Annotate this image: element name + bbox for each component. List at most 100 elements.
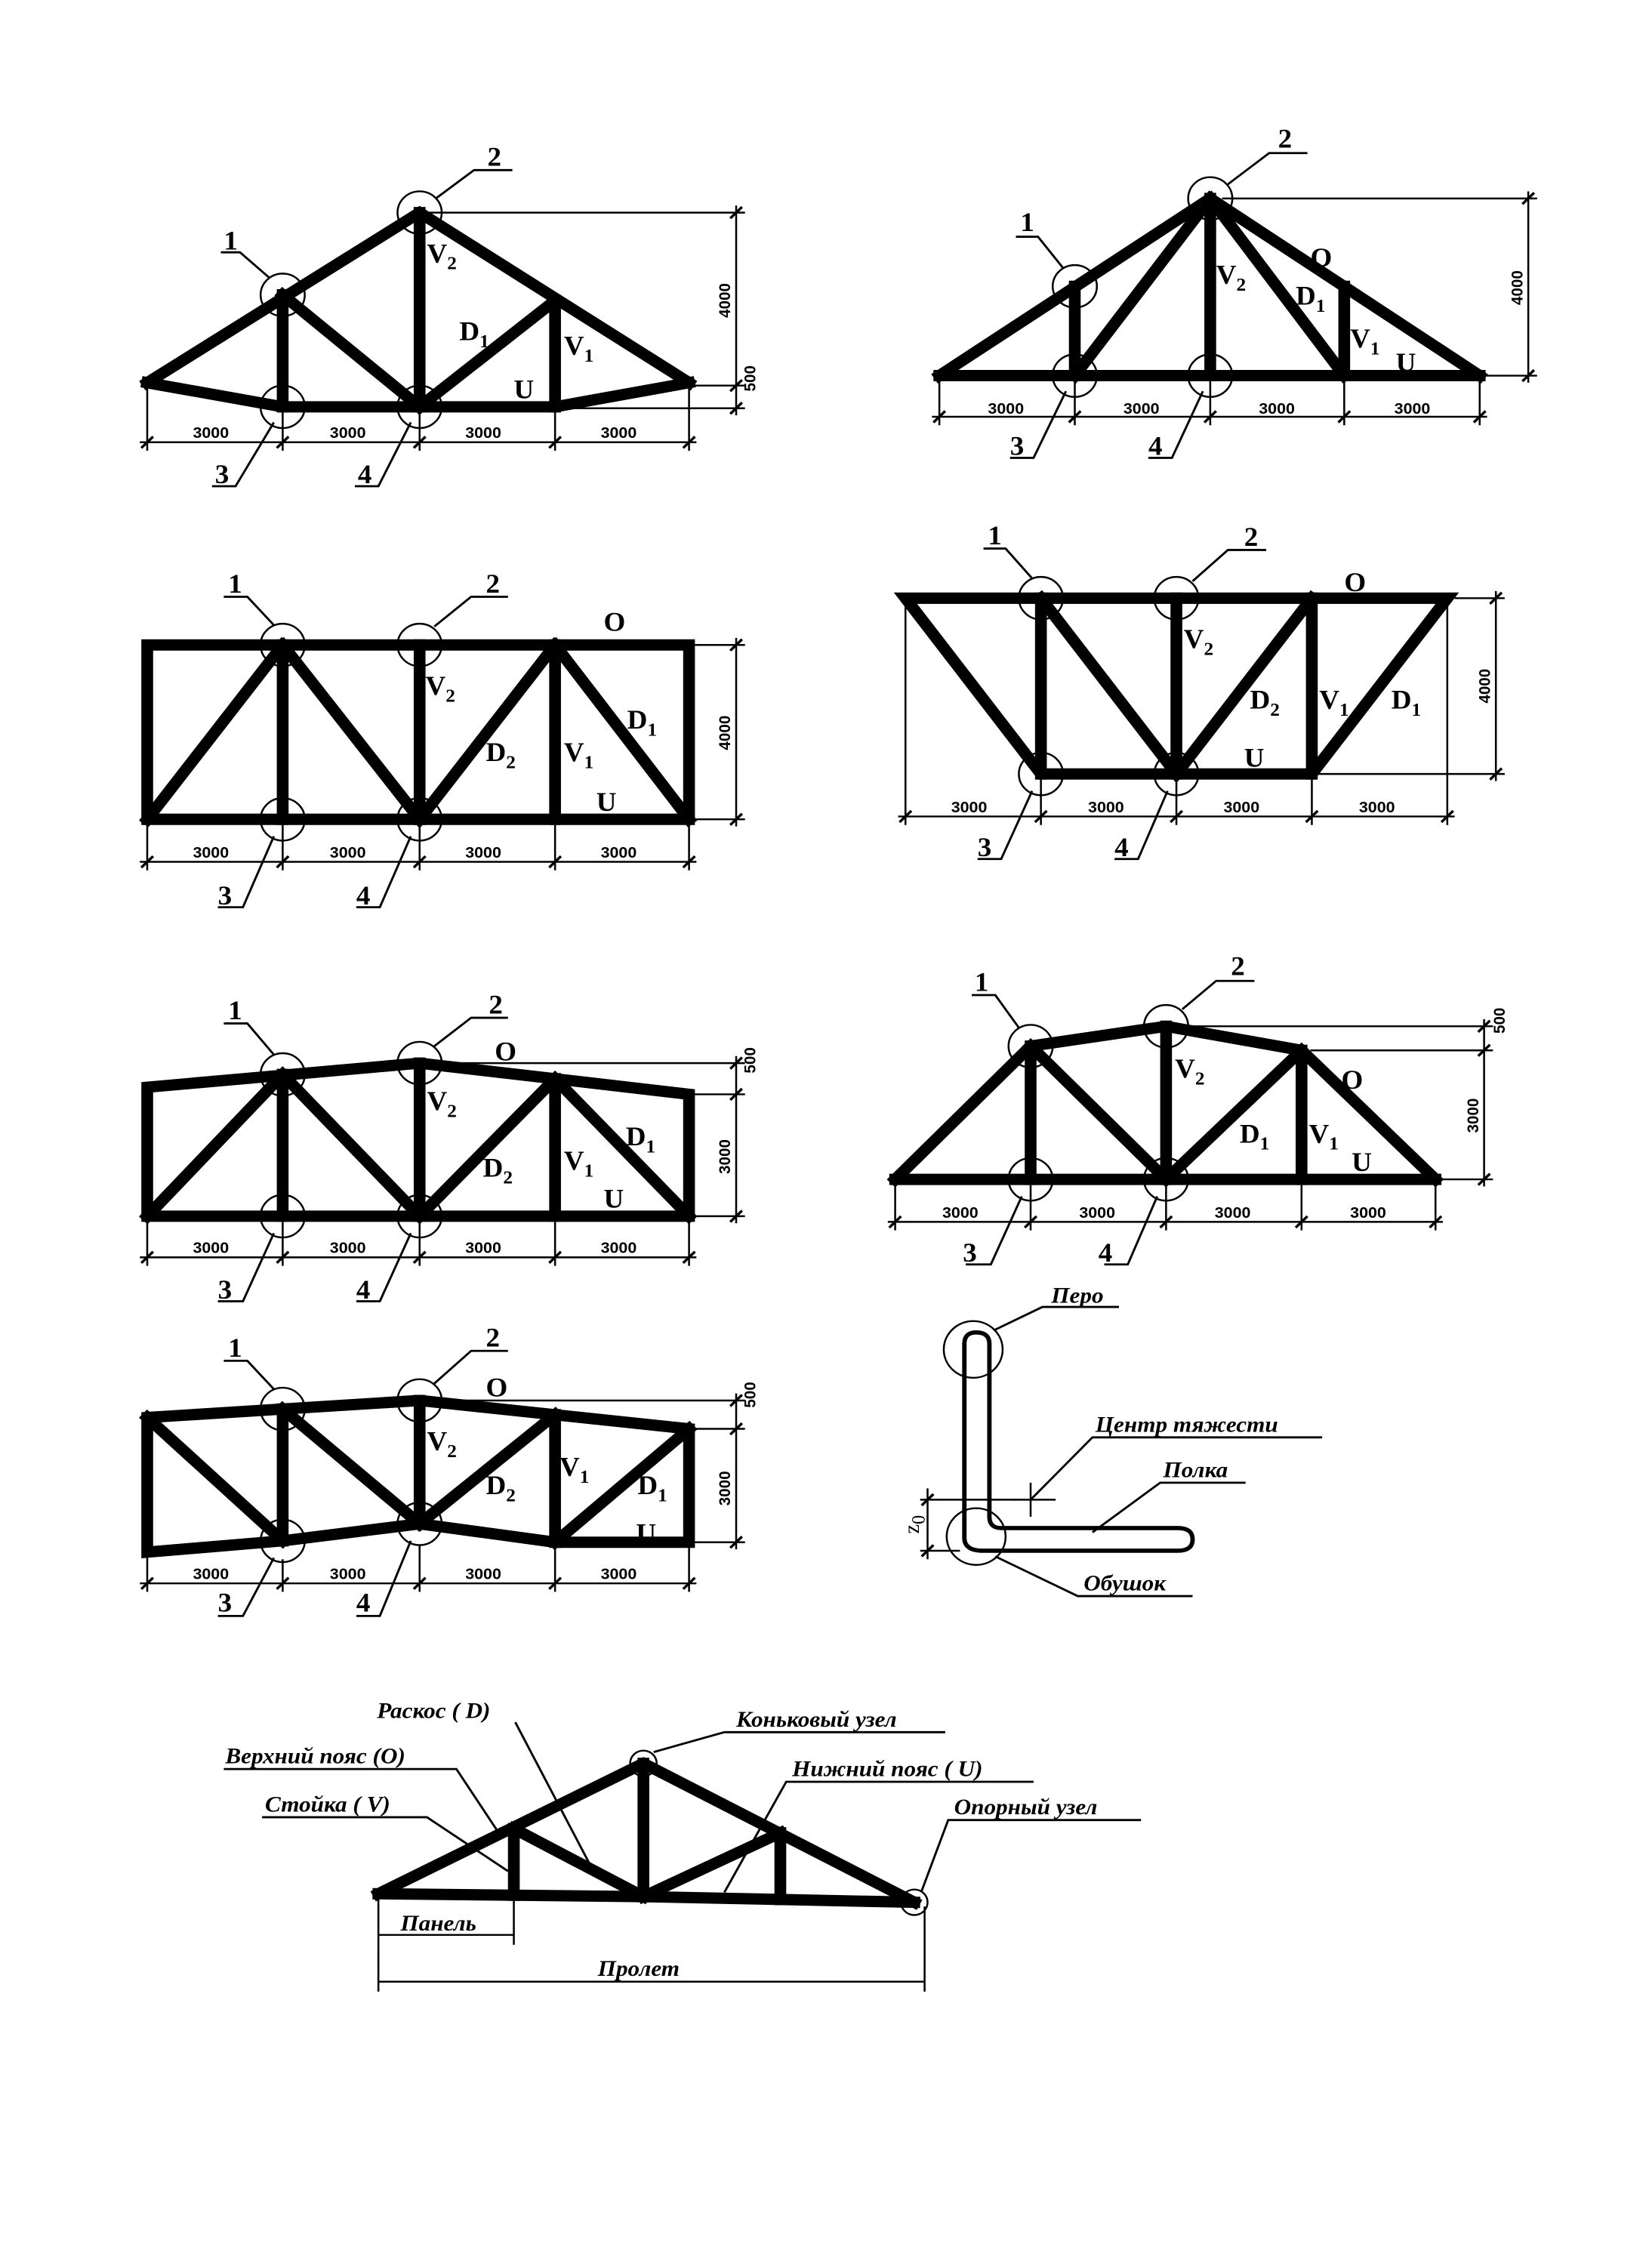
truss-7-label-D2: D2 — [486, 1470, 516, 1505]
truss-5-node-3-label: 3 — [218, 1274, 233, 1304]
truss-2-node-3-label: 3 — [1010, 431, 1025, 461]
truss-4-dim-height: 4000 — [1476, 669, 1493, 704]
truss-1-node-3-label: 3 — [215, 460, 230, 489]
anatomy-label-vertical: Стойка ( V) — [265, 1792, 390, 1817]
truss-2-dim-panel-2: 3000 — [1123, 401, 1160, 418]
truss-4-label-D1: D1 — [1392, 685, 1421, 720]
truss-2-node-1 — [1051, 263, 1099, 309]
truss-5-dim-panel-3: 3000 — [465, 1240, 501, 1257]
truss-6-label-V1: V1 — [1309, 1119, 1339, 1154]
anatomy-panel-dimension — [377, 1897, 515, 1945]
truss-2-node-1-label: 1 — [1020, 208, 1034, 237]
truss-scheme-7: 1 2 3 4 O V2 D2 V1 D1 U 3000 3000 3000 3… — [138, 1323, 759, 1618]
truss-6-node-1-leader — [972, 994, 1020, 1028]
truss-4-node-2-label: 2 — [1244, 522, 1259, 551]
truss-6-node-1-label: 1 — [975, 967, 989, 997]
truss-4-dim-panel-4: 3000 — [1359, 799, 1395, 816]
truss-4-node-1-label: 1 — [988, 521, 1002, 550]
truss-7-dim-panel-3: 3000 — [465, 1566, 501, 1583]
truss-4-dim-panel-2: 3000 — [1088, 799, 1124, 816]
truss-5-label-O: O — [495, 1037, 516, 1066]
anatomy-label-span: Пролет — [597, 1956, 680, 1981]
truss-1-node-1-leader — [220, 251, 270, 279]
truss-7-node-4-leader — [356, 1540, 412, 1617]
angle-section-detail: Перо Центр тяжести Полка Обушок z0 — [899, 1283, 1323, 1598]
truss-6-label-O: O — [1341, 1065, 1363, 1095]
truss-7-label-V1: V1 — [559, 1452, 589, 1487]
truss-1-dimensions: 3000 3000 3000 3000 4000 500 — [140, 205, 759, 451]
truss-6-node-1 — [1007, 1024, 1054, 1068]
truss-6-node-2-label: 2 — [1231, 951, 1245, 981]
truss-1-node-4-label: 4 — [358, 460, 372, 489]
truss-7-dim-height: 3000 — [717, 1471, 734, 1505]
truss-5-node-4-label: 4 — [356, 1274, 371, 1304]
truss-3-node-4-label: 4 — [356, 880, 371, 910]
angle-pero-leader — [994, 1305, 1119, 1331]
truss-2-web — [1066, 190, 1353, 384]
angle-section-profile — [962, 1330, 1195, 1553]
truss-1-dim-height: 4000 — [717, 283, 734, 318]
truss-3-node-2 — [396, 622, 443, 667]
truss-4-web — [1032, 590, 1321, 782]
truss-scheme-5: 1 2 3 4 O V2 D1 D2 V1 U 3000 3000 3000 3… — [138, 990, 759, 1305]
truss-7-web — [138, 1394, 698, 1551]
truss-2-label-V2: V2 — [1216, 260, 1246, 295]
truss-6-web — [1022, 1020, 1310, 1188]
truss-4-dim-panel-3: 3000 — [1223, 799, 1259, 816]
angle-label-pero: Перо — [1050, 1283, 1103, 1308]
anatomy-span-dimension — [377, 1906, 926, 1992]
truss-1-web — [274, 207, 564, 415]
truss-2-label-V1: V1 — [1350, 324, 1379, 359]
truss-7-dim-panel-1: 3000 — [193, 1566, 229, 1583]
truss-3-dim-panel-2: 3000 — [330, 844, 366, 861]
truss-7-label-O: O — [486, 1373, 508, 1402]
anatomy-label-support: Опорный узел — [954, 1795, 1098, 1820]
truss-6-node-3-label: 3 — [963, 1238, 977, 1268]
truss-5-node-3-leader — [217, 1232, 276, 1302]
truss-7-node-1-leader — [223, 1359, 275, 1390]
angle-obushok-circle — [945, 1507, 1007, 1566]
angle-label-centroid: Центр тяжести — [1095, 1412, 1278, 1437]
anatomy-web — [505, 1758, 788, 1906]
truss-5-label-V2: V2 — [427, 1086, 457, 1122]
truss-3-dim-height: 4000 — [717, 716, 734, 750]
truss-1-node-1 — [259, 273, 306, 317]
truss-3-node-1-leader — [223, 596, 275, 626]
truss-3-label-O: O — [604, 607, 626, 636]
truss-scheme-4: 1 2 3 4 O V2 D2 V1 D1 U 3000 3000 3000 3… — [893, 521, 1505, 862]
truss-1-label-V1: V1 — [564, 331, 593, 366]
truss-7-node-2-label: 2 — [486, 1323, 501, 1352]
truss-3-node-4-leader — [356, 836, 412, 909]
truss-1-dim-panel-3: 3000 — [465, 424, 501, 442]
truss-scheme-6: 1 2 3 4 V2 O D1 V1 U 3000 3000 3000 3000… — [886, 951, 1509, 1268]
truss-6-label-D1: D1 — [1240, 1119, 1269, 1154]
truss-2-node-1-leader — [1016, 236, 1065, 269]
truss-2-label-U: U — [1396, 348, 1416, 377]
truss-5-label-U: U — [604, 1184, 624, 1213]
truss-4-label-V2: V2 — [1184, 624, 1213, 660]
anatomy-label-ridge: Коньковый узел — [735, 1706, 897, 1731]
truss-2-dim-height: 4000 — [1509, 270, 1526, 305]
truss-6-dim-height: 3000 — [1464, 1099, 1481, 1133]
truss-6-dim-panel-2: 3000 — [1079, 1204, 1115, 1222]
truss-7-node-3-label: 3 — [218, 1588, 233, 1617]
truss-7-dim-panel-4: 3000 — [601, 1566, 637, 1583]
truss-7-dim-panel-2: 3000 — [330, 1566, 366, 1583]
truss-2-label-D1: D1 — [1296, 281, 1325, 316]
truss-3-web — [139, 636, 698, 827]
truss-1-node-2-label: 2 — [487, 142, 501, 171]
truss-5-web — [138, 1057, 698, 1225]
truss-6-dim-offset: 500 — [1491, 1008, 1509, 1034]
truss-6-dim-panel-4: 3000 — [1350, 1204, 1386, 1222]
truss-3-label-U: U — [596, 787, 617, 817]
anatomy-label-diagonal: Раскос ( D) — [376, 1698, 490, 1723]
truss-3-node-3-label: 3 — [218, 880, 233, 910]
truss-1-label-V2: V2 — [427, 239, 457, 274]
truss-4-dimensions: 3000 3000 3000 3000 4000 — [898, 590, 1505, 825]
truss-6-label-U: U — [1352, 1147, 1372, 1176]
angle-label-obushok: Обушок — [1083, 1570, 1167, 1595]
truss-scheme-3: 1 2 3 4 O V2 D1 D2 V1 U 3000 3000 3000 3… — [139, 569, 745, 911]
truss-5-node-1-label: 1 — [228, 996, 242, 1025]
truss-2-node-4-leader — [1148, 390, 1204, 459]
